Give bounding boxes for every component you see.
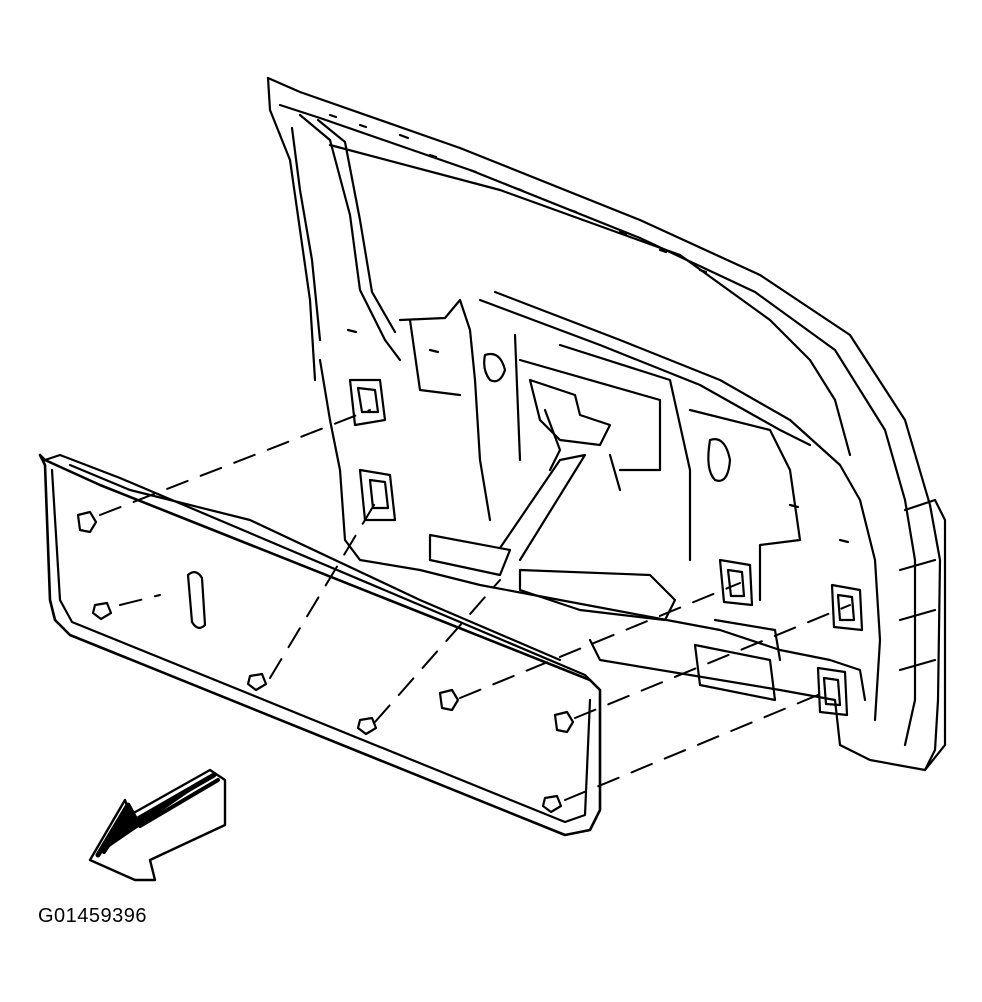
- alignment-lines: [99, 409, 851, 801]
- liftgate-inner-panel: [266, 76, 947, 772]
- trim-panel: [38, 453, 602, 837]
- figure-id-label: G01459396: [38, 905, 148, 927]
- front-direction-arrow-icon: [88, 768, 227, 882]
